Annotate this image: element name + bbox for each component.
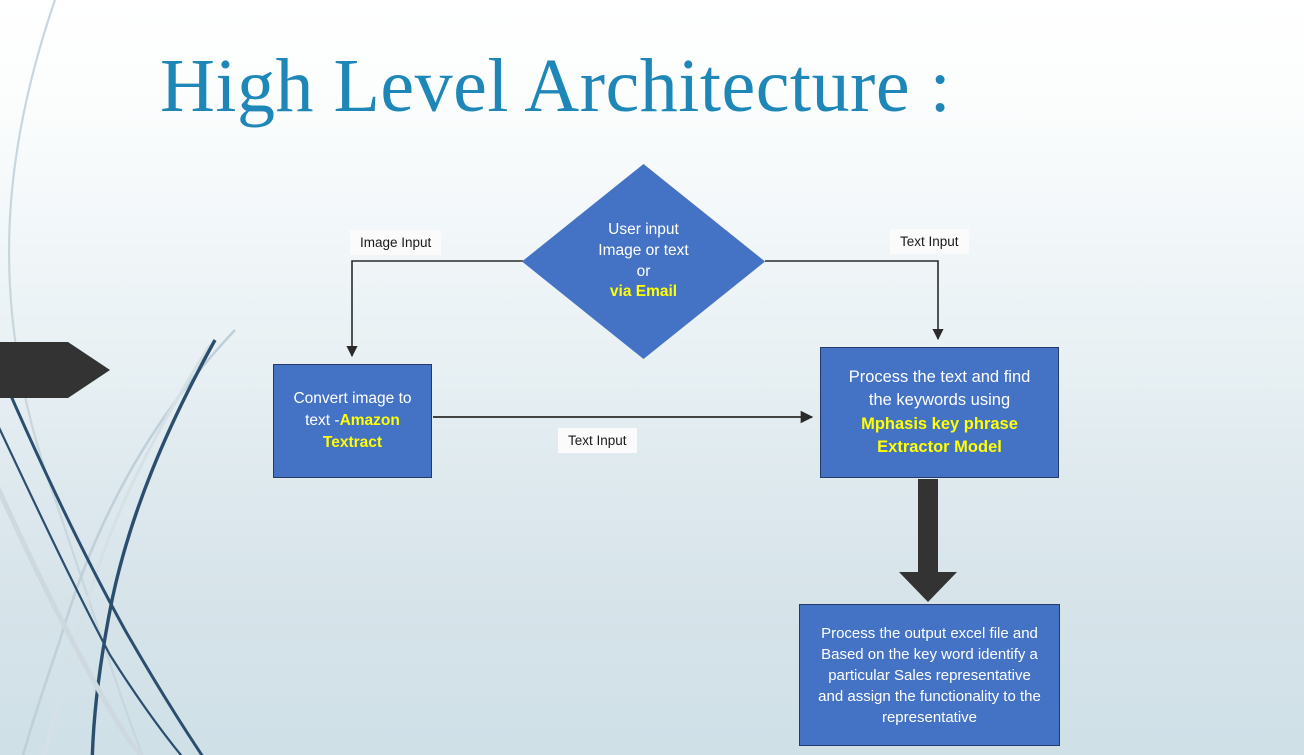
- convert-node-text: Convert image to text -Amazon Textract: [274, 388, 431, 454]
- convert-line-3-highlight: Textract: [322, 434, 383, 451]
- process-line-2: the keywords using: [868, 391, 1011, 410]
- convert-line-2: text -Amazon: [280, 410, 425, 432]
- connector-label-image-input: Image Input: [350, 230, 442, 255]
- node-process-text-keywords[interactable]: Process the text and find the keywords u…: [820, 347, 1059, 478]
- output-line-2: Based on the key word identify a: [821, 645, 1038, 663]
- connector-label-text-input-right: Text Input: [890, 229, 969, 254]
- convert-line-1: Convert image to: [293, 390, 412, 407]
- output-node-text: Process the output excel file and Based …: [800, 623, 1059, 728]
- process-node-text: Process the text and find the keywords u…: [821, 366, 1058, 460]
- page-title: High Level Architecture :: [160, 44, 952, 128]
- decision-line-2: Image or text: [598, 241, 689, 259]
- decision-line-1: User input: [608, 220, 679, 238]
- decision-line-3: or: [636, 262, 651, 280]
- connector-label-text-input-middle: Text Input: [558, 428, 637, 453]
- node-decision-user-input[interactable]: User input Image or text or via Email: [522, 164, 765, 359]
- convert-line-2-highlight: Amazon: [339, 412, 400, 429]
- convert-line-2-prefix: text -: [305, 412, 340, 429]
- output-line-4: and assign the functionality to the: [818, 687, 1041, 705]
- process-line-4-highlight: Extractor Model: [877, 437, 1002, 456]
- output-line-1: Process the output excel file and: [821, 624, 1038, 642]
- process-line-3-highlight: Mphasis key phrase: [861, 414, 1018, 433]
- decision-text: User input Image or text or via Email: [522, 164, 765, 359]
- output-line-3: particular Sales representative: [828, 666, 1031, 684]
- output-line-5: representative: [881, 708, 978, 726]
- decorative-arrow-shape: [0, 342, 110, 398]
- thick-down-arrow: [899, 479, 957, 602]
- decision-line-4-highlight: via Email: [609, 283, 678, 301]
- node-process-output-excel[interactable]: Process the output excel file and Based …: [799, 604, 1060, 746]
- node-convert-image-to-text[interactable]: Convert image to text -Amazon Textract: [273, 364, 432, 478]
- process-line-1: Process the text and find: [848, 367, 1031, 386]
